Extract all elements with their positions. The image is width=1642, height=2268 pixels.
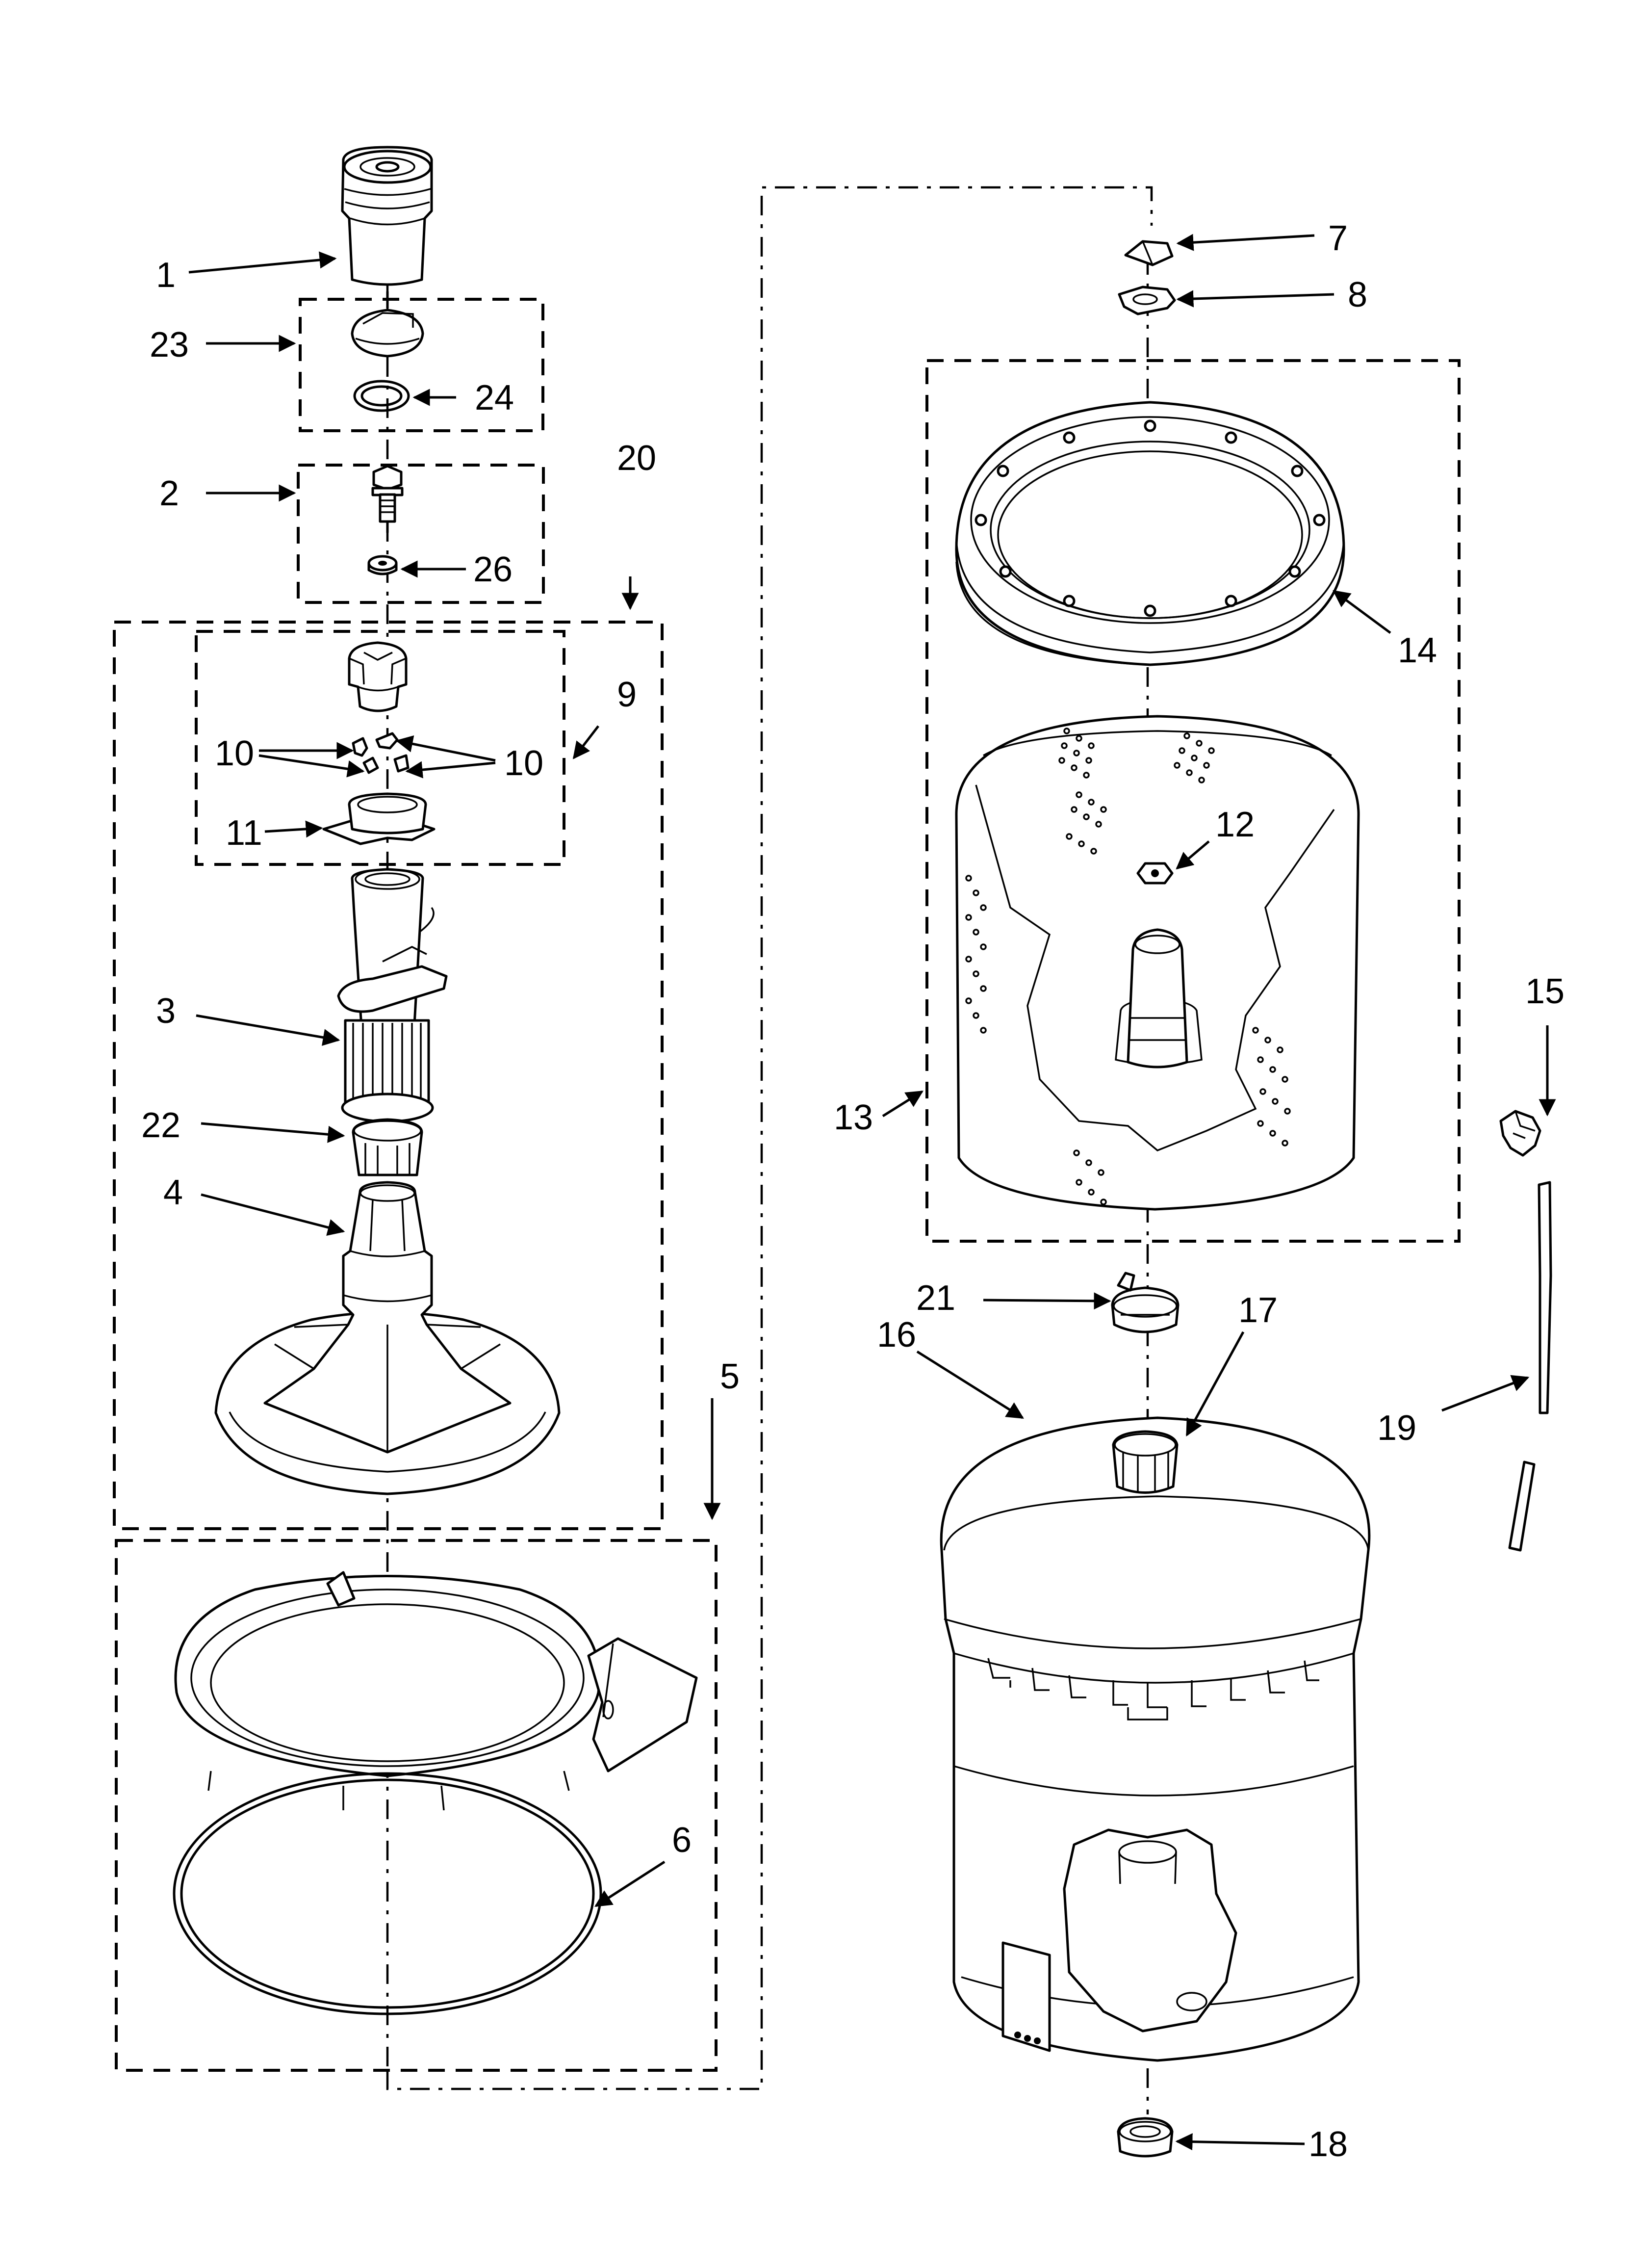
- part-5-tub-ring: [174, 1571, 698, 1811]
- callout-9: 9: [617, 675, 637, 714]
- callout-18: 18: [1308, 2125, 1348, 2164]
- callout-24: 24: [475, 378, 514, 417]
- group-box-20: [113, 621, 664, 1530]
- part-3-auger: [337, 868, 448, 1123]
- callout-12: 12: [1215, 805, 1255, 844]
- part-9-cam: [348, 641, 408, 712]
- callout-1: 1: [156, 256, 176, 295]
- part-1-dispenser: [341, 146, 433, 286]
- callout-7: 7: [1328, 219, 1348, 258]
- callout-19: 19: [1377, 1408, 1416, 1448]
- callout-11: 11: [226, 813, 262, 853]
- callout-17: 17: [1238, 1291, 1278, 1330]
- group-box-9: [195, 630, 565, 866]
- callout-13: 13: [834, 1098, 873, 1137]
- part-23-cap: [351, 290, 424, 358]
- callout-2: 2: [159, 474, 179, 513]
- part-19-hose: [1508, 1181, 1552, 1552]
- part-15-hose-clip: [1499, 1110, 1541, 1157]
- callout-15: 15: [1525, 972, 1565, 1011]
- callout-20: 20: [617, 439, 656, 478]
- callout-16: 16: [877, 1315, 916, 1355]
- part-16-outer-tub: [940, 1416, 1371, 2062]
- part-8-nut: [1118, 286, 1176, 315]
- group-box-23-24: [299, 298, 544, 432]
- group-box-5: [115, 1539, 718, 2072]
- part-13-basket: [955, 715, 1360, 1211]
- part-18-plug: [1117, 2117, 1174, 2158]
- callout-leaders: [188, 234, 1556, 2151]
- part-17-hub: [1112, 1430, 1179, 1494]
- callout-23: 23: [150, 325, 189, 365]
- callout-4: 4: [163, 1173, 183, 1212]
- part-4-agitator-base: [214, 1181, 561, 1495]
- part-11-dog-guide: [322, 792, 436, 845]
- part-21-clamp: [1111, 1272, 1180, 1333]
- callout-14: 14: [1398, 631, 1437, 670]
- basket-holes: [965, 728, 1291, 1205]
- callout-8: 8: [1348, 275, 1367, 314]
- callout-21: 21: [916, 1278, 955, 1318]
- callout-26: 26: [473, 550, 513, 589]
- callout-10-right: 10: [504, 744, 543, 783]
- callout-22: 22: [141, 1106, 180, 1145]
- part-10-dogs: [352, 732, 410, 774]
- callout-5: 5: [720, 1357, 740, 1396]
- part-14-balance-ring: [955, 401, 1345, 666]
- part-22-drive-bell: [352, 1118, 423, 1176]
- assembly-connector-line: [386, 186, 1153, 2090]
- group-box-14: [925, 359, 1461, 1243]
- part-26-washer: [367, 555, 398, 575]
- callout-10-left: 10: [215, 734, 254, 773]
- part-24-o-ring: [353, 380, 410, 412]
- group-box-2-26: [297, 464, 545, 604]
- callout-6: 6: [672, 1821, 692, 1860]
- part-7-clip: [1124, 240, 1174, 266]
- part-2-bolt: [371, 465, 404, 534]
- callout-3: 3: [156, 991, 176, 1031]
